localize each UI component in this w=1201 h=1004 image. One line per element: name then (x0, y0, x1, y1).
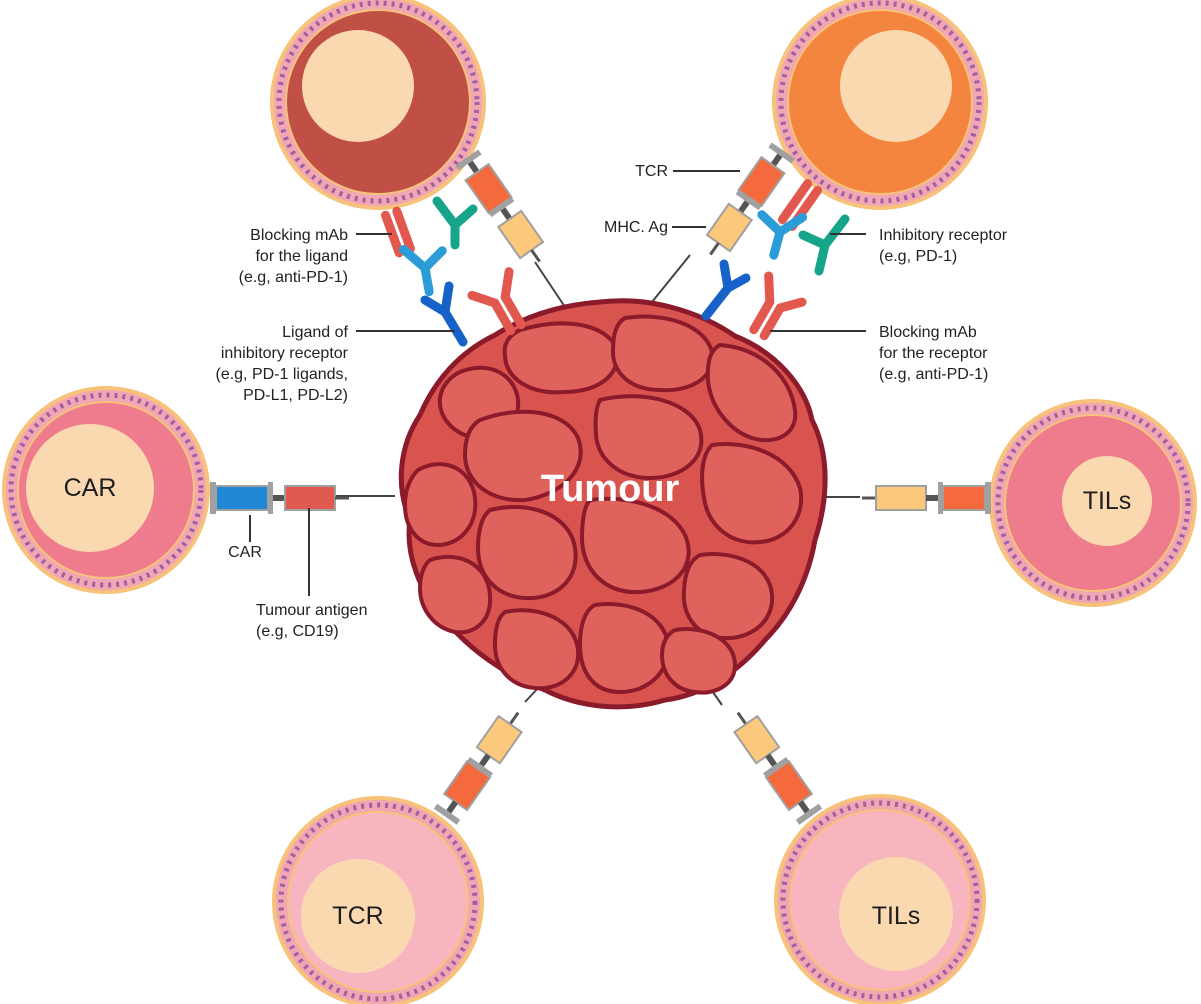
ligand-darkblue-right (701, 259, 751, 321)
antibody-red-left (467, 267, 526, 336)
label-tcr: TCR (635, 163, 668, 180)
syringe-car (210, 482, 349, 514)
nucleus-tils-right (1062, 456, 1152, 546)
syringe-bottom-right (733, 711, 823, 825)
leader-lines (249, 170, 866, 596)
antibodies-left (381, 196, 526, 347)
antibody-teal-left (432, 196, 478, 250)
label-mhc-ag: MHC. Ag (603, 219, 668, 236)
cell-label-tcr: TCR (332, 902, 384, 930)
syringe-top-left (455, 149, 545, 263)
nucleus-top-left (302, 30, 414, 142)
cell-label-tils-bottom: TILs (871, 902, 921, 930)
label-inhibitory-receptor: Inhibitory receptor (e.g, PD-1) (879, 227, 1008, 265)
label-tumour-antigen: Tumour antigen (e.g, CD19) (256, 602, 368, 640)
syringe-tils-right (862, 482, 991, 514)
syringe-bottom-left (433, 711, 523, 825)
cell-label-car: CAR (63, 474, 117, 502)
antibodies-right (701, 179, 850, 341)
tils-cell-bottom (774, 794, 986, 1004)
antibody-blue-left (398, 244, 447, 297)
label-car-receptor: CAR (228, 544, 262, 561)
t-cell-top-left (270, 0, 486, 210)
t-cell-top-right (772, 0, 988, 210)
receptor-teal-right (798, 214, 850, 276)
ligand-darkblue-left (420, 281, 468, 347)
tumour-mass (398, 298, 828, 710)
tcr-cell-bottom (272, 796, 484, 1004)
receptor-red-left (381, 206, 415, 258)
label-blocking-mab-ligand: Blocking mAb for the ligand (e.g, anti-P… (238, 227, 348, 286)
tumour-label: Tumour (540, 468, 680, 510)
cell-label-tils-right: TILs (1082, 487, 1132, 515)
syringe-top-right (705, 142, 795, 256)
label-blocking-mab-receptor: Blocking mAb for the receptor (e.g, anti… (879, 324, 989, 383)
antibody-red-right (749, 271, 807, 341)
label-ligand-inhibitory-receptor: Ligand of inhibitory receptor (e.g, PD-1… (215, 324, 348, 404)
nucleus-car (26, 424, 154, 552)
nucleus-top-right (840, 30, 952, 142)
car-t-cell (2, 386, 210, 594)
tils-cell-right (989, 399, 1197, 607)
nucleus-tcr (301, 859, 415, 973)
antibody-blue-right (757, 210, 808, 260)
nucleus-tils-bottom (839, 857, 953, 971)
